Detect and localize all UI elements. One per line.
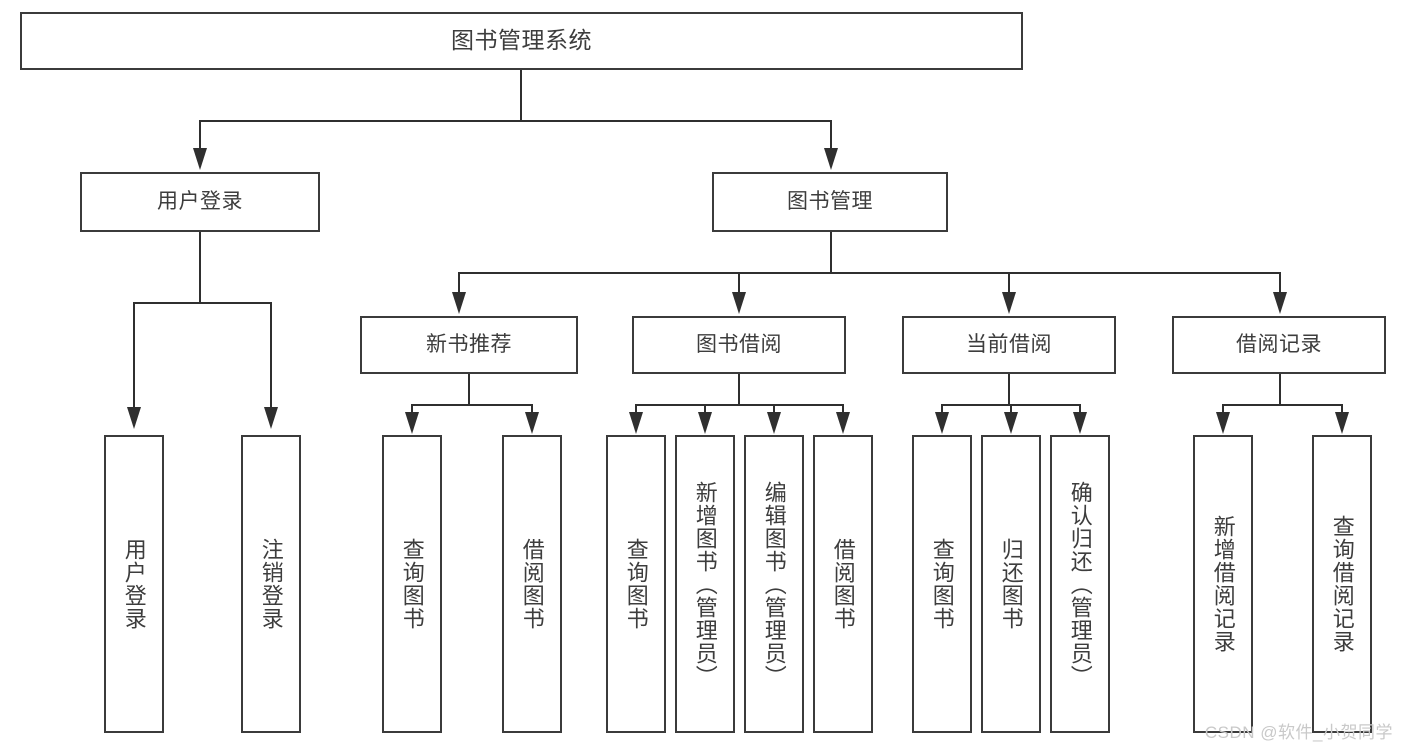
arrowhead-nbr-2 [525,412,539,434]
edge-user-login-stem [199,232,201,304]
edge-bb-drop-3 [773,404,775,414]
edge-br-drop-1 [1222,404,1224,414]
edge-nbr-drop-2 [531,404,533,414]
arrowhead-br-2 [1335,412,1349,434]
node-label: 注销登录 [258,538,284,630]
node-label: 新书推荐 [426,332,512,356]
node-user-login[interactable]: 用户登录 [80,172,320,232]
node-label: 借阅记录 [1236,332,1322,356]
arrowhead-cb-2 [1004,412,1018,434]
node-label: 图书借阅 [696,332,782,356]
edge-bb-drop-4 [842,404,844,414]
arrowhead-to-book-management [824,148,838,170]
node-label: 借阅图书 [519,538,545,630]
edge-bb-drop-1 [635,404,637,414]
edge-cb-drop-1 [941,404,943,414]
node-label: 用户登录 [157,189,243,213]
leaf-logout-login[interactable]: 注销登录 [241,435,301,733]
arrowhead-to-user-login [193,148,207,170]
edge-user-login-bus [133,302,272,304]
edge-cb-drop-2 [1010,404,1012,414]
node-label: 借阅图书 [830,538,856,630]
arrowhead-bm-2 [732,292,746,314]
arrowhead-bb-3 [767,412,781,434]
arrowhead-bm-1 [452,292,466,314]
edge-bm-drop-2 [738,272,740,294]
leaf-return-book[interactable]: 归还图书 [981,435,1041,733]
node-book-borrow[interactable]: 图书借阅 [632,316,846,374]
arrowhead-br-1 [1216,412,1230,434]
edge-root-bus [199,120,832,122]
leaf-query-book-2[interactable]: 查询图书 [606,435,666,733]
edge-cb-drop-3 [1079,404,1081,414]
leaf-borrow-book-2[interactable]: 借阅图书 [813,435,873,733]
edge-bb-drop-2 [704,404,706,414]
arrowhead-cb-1 [935,412,949,434]
node-label: 查询图书 [623,538,649,630]
csdn-watermark: CSDN @软件_小贺同学 [1204,723,1393,742]
edge-book-management-bus [458,272,1281,274]
edge-bm-drop-3 [1008,272,1010,294]
leaf-confirm-return[interactable]: 确认归还（管理员） [1050,435,1110,733]
node-new-book-recommend[interactable]: 新书推荐 [360,316,578,374]
leaf-edit-book[interactable]: 编辑图书（管理员） [744,435,804,733]
arrowhead-bm-4 [1273,292,1287,314]
arrowhead-cb-3 [1073,412,1087,434]
arrowhead-bb-2 [698,412,712,434]
node-label: 编辑图书（管理员） [761,480,787,688]
arrowhead-user-login-1 [127,407,141,429]
edge-root-drop-right [830,120,832,150]
edge-br-drop-2 [1341,404,1343,414]
edge-user-login-drop-1 [133,302,135,409]
edge-cb-stem [1008,374,1010,406]
edge-br-bus [1222,404,1342,406]
edge-user-login-drop-2 [270,302,272,409]
node-label: 图书管理 [787,189,873,213]
arrowhead-user-login-2 [264,407,278,429]
node-current-borrow[interactable]: 当前借阅 [902,316,1116,374]
leaf-query-book-1[interactable]: 查询图书 [382,435,442,733]
node-book-management[interactable]: 图书管理 [712,172,948,232]
node-label: 查询借阅记录 [1329,515,1355,653]
node-label: 图书管理系统 [451,27,592,54]
edge-bm-drop-1 [458,272,460,294]
node-label: 新增借阅记录 [1210,515,1236,653]
edge-nbr-drop-1 [411,404,413,414]
leaf-borrow-book-1[interactable]: 借阅图书 [502,435,562,733]
edge-bm-drop-4 [1279,272,1281,294]
arrowhead-nbr-1 [405,412,419,434]
leaf-add-book[interactable]: 新增图书（管理员） [675,435,735,733]
node-label: 当前借阅 [966,332,1052,356]
node-label: 用户登录 [121,538,147,630]
edge-br-stem [1279,374,1281,406]
edge-nbr-bus [411,404,532,406]
edge-root-drop-left [199,120,201,150]
edge-bb-stem [738,374,740,406]
edge-root-stem [520,70,522,122]
leaf-query-borrow-record[interactable]: 查询借阅记录 [1312,435,1372,733]
arrowhead-bb-1 [629,412,643,434]
node-label: 查询图书 [929,538,955,630]
edge-book-management-stem [830,232,832,274]
node-label: 查询图书 [399,538,425,630]
node-label: 确认归还（管理员） [1067,480,1093,688]
node-borrow-record[interactable]: 借阅记录 [1172,316,1386,374]
node-label: 归还图书 [998,538,1024,630]
leaf-add-borrow-record[interactable]: 新增借阅记录 [1193,435,1253,733]
leaf-query-book-3[interactable]: 查询图书 [912,435,972,733]
edge-nbr-stem [468,374,470,406]
edge-bb-bus [635,404,844,406]
arrowhead-bm-3 [1002,292,1016,314]
node-label: 新增图书（管理员） [692,480,718,688]
arrowhead-bb-4 [836,412,850,434]
node-root-system[interactable]: 图书管理系统 [20,12,1023,70]
leaf-user-login[interactable]: 用户登录 [104,435,164,733]
